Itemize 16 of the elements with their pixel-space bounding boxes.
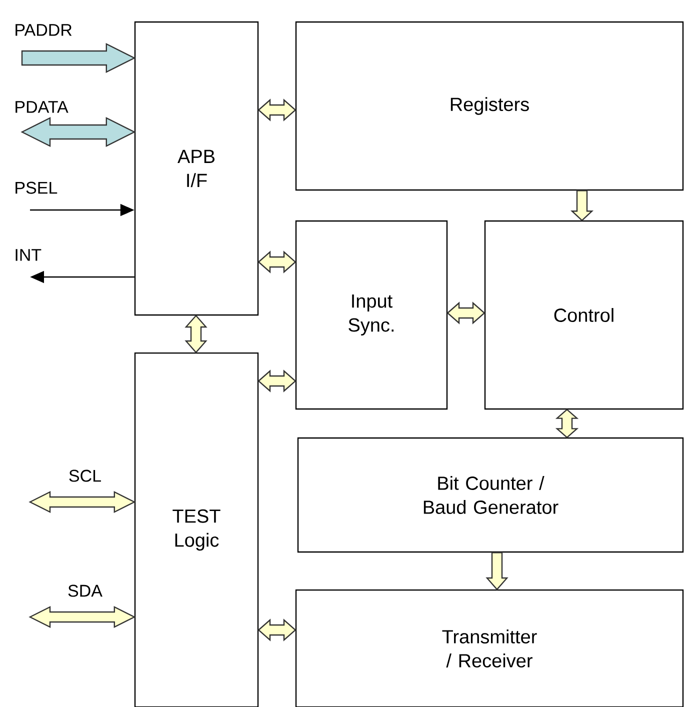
bus-arrow [486,552,508,590]
signal-label: SDA [68,584,102,597]
block-box: Bit Counter / Baud Generator [297,437,684,553]
block-box: Registers [295,21,684,191]
block-box: Control [484,220,684,410]
signal-label: PADDR [16,24,72,36]
bus-arrow [21,43,136,73]
signal-label: INT [16,249,42,261]
block-box: Transmitter / Receiver [295,589,684,707]
block-box: Input Sync. [295,220,448,410]
signal-label: SCL [69,470,101,482]
signal-label: PDATA [16,101,68,113]
block-box: APB I/F [134,21,259,316]
signal-label: PSEL [16,182,58,194]
block-box: TEST Logic [134,352,259,707]
bus-arrow [570,190,594,222]
